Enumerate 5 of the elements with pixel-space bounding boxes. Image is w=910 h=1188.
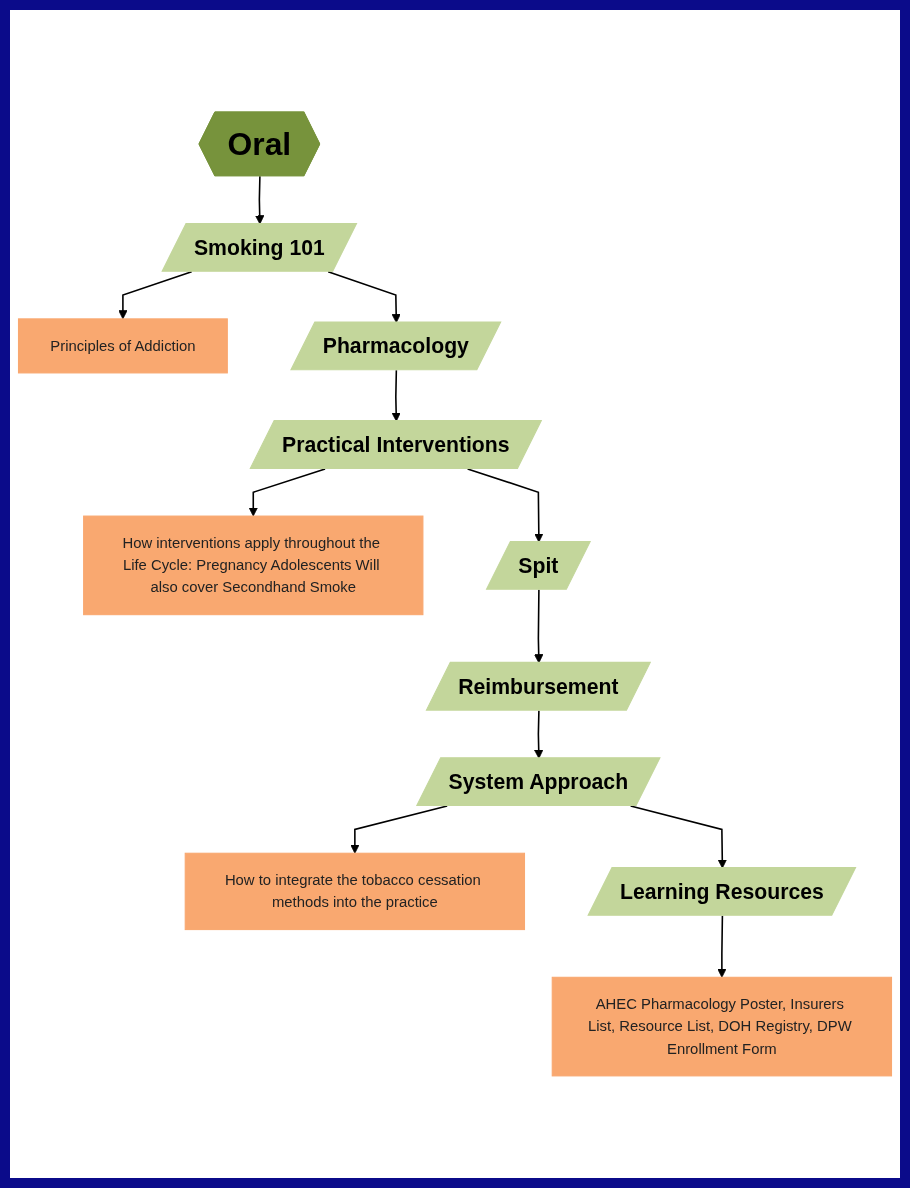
node-box: AHEC Pharmacology Poster, Insurers List, Resource List, DOH Registry, DPW Enrollment Form <box>551 976 893 1077</box>
node-box: How interventions apply throughout the Life Cycle: Pregnancy Adolescents Will also cover Secondhand Smoke <box>83 515 424 616</box>
node-box: How to integrate the tobacco cessation methods into the practice <box>184 852 526 931</box>
node-box: Principles of Addiction <box>17 318 228 374</box>
arrow <box>717 915 727 978</box>
